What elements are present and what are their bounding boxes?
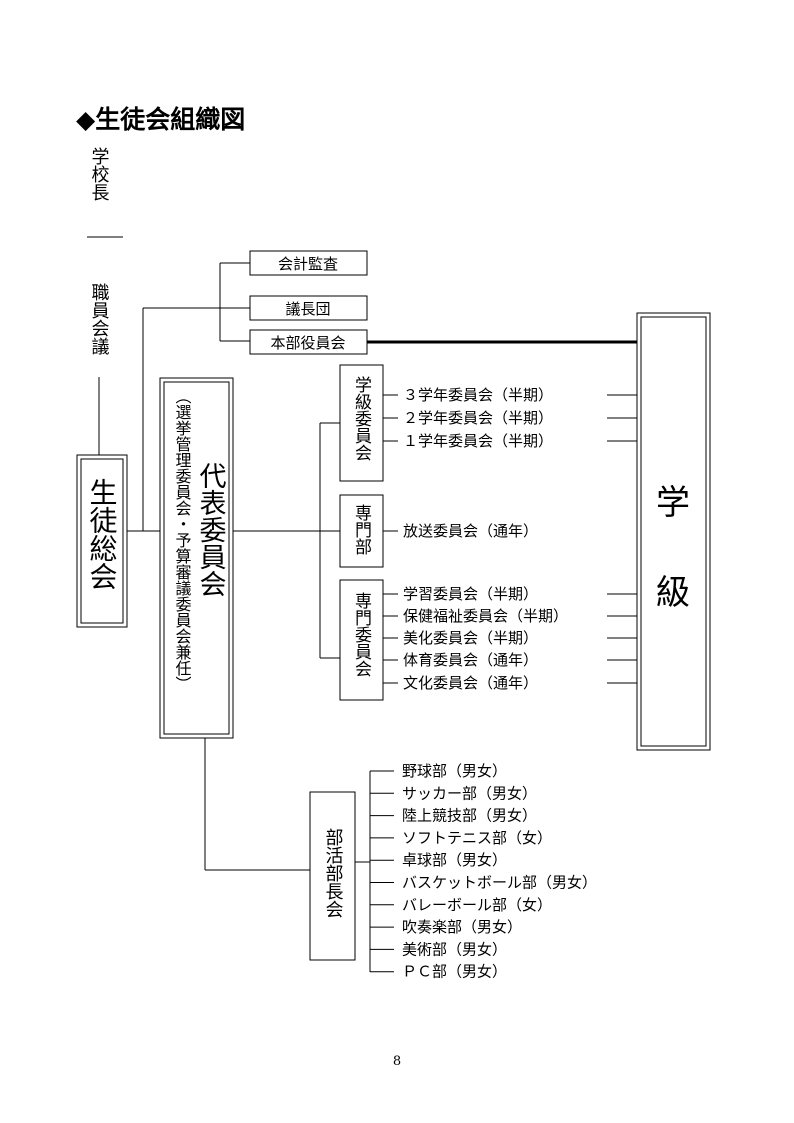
executive-board-box: 本部役員会 [249,329,368,355]
council-box: （選挙管理委員会・予算審議委員会兼任） 代表委員会 [159,377,234,739]
special-dept-box: 専門部 [339,494,384,568]
committee-item: ３学年委員会（半期） [403,386,553,404]
chair-group-box: 議長団 [249,295,368,321]
staff-meeting-label: 職員会議 [89,283,110,355]
club-item: 美術部（男女） [402,940,507,958]
executive-board-label: 本部役員会 [270,334,345,352]
general-assembly-label: 生徒総会 [86,478,119,590]
committee-item: 学習委員会（半期） [403,585,538,603]
class-box: 学 級 [636,312,711,751]
committee-item: 放送委員会（通年） [403,522,538,540]
audit-box: 会計監査 [249,250,368,276]
club-item: ＰＣ部（男女） [402,963,507,981]
group-label-class-committee: 学級委員会 [351,376,372,461]
club-item: ソフトテニス部（女） [402,829,552,847]
club-item: 卓球部（男女） [402,851,507,869]
page-number: 8 [393,1054,401,1069]
club-item: 野球部（男女） [402,762,507,780]
class-committee-box: 学級委員会 [339,364,384,482]
audit-label: 会計監査 [278,255,338,273]
club-item: 陸上競技部（男女） [402,807,537,825]
committee-item: 体育委員会（通年） [403,651,538,669]
council-sub-label: （選挙管理委員会・予算審議委員会兼任） [173,388,192,692]
committee-item: 美化委員会（半期） [403,629,538,647]
class-label-1: 学 [656,483,690,523]
club-item: サッカー部（男女） [402,784,537,802]
principal-label: 学校長 [89,147,110,201]
group-label-special-dept: 専門部 [351,504,372,555]
committee-item: 保健福祉委員会（半期） [403,607,568,625]
club-council-label: 部活部長会 [323,828,344,918]
chair-group-label: 議長団 [285,300,330,318]
page-title: ◆生徒会組織図 [76,105,245,134]
general-assembly-box: 生徒総会 [76,454,128,628]
club-council-box: 部活部長会 [309,791,356,961]
council-main-label: 代表委員会 [195,462,227,597]
committee-item: １学年委員会（半期） [403,432,553,450]
club-item: バスケットボール部（男女） [402,874,597,892]
committee-item: ２学年委員会（半期） [403,409,553,427]
committee-item: 文化委員会（通年） [403,674,538,692]
special-committee-box: 専門委員会 [339,579,384,701]
class-label-2: 級 [656,573,690,613]
club-item: 吹奏楽部（男女） [402,918,522,936]
club-item: バレーボール部（女） [402,896,552,914]
group-label-special-committee: 専門委員会 [351,592,372,677]
connector-lines [87,236,371,972]
